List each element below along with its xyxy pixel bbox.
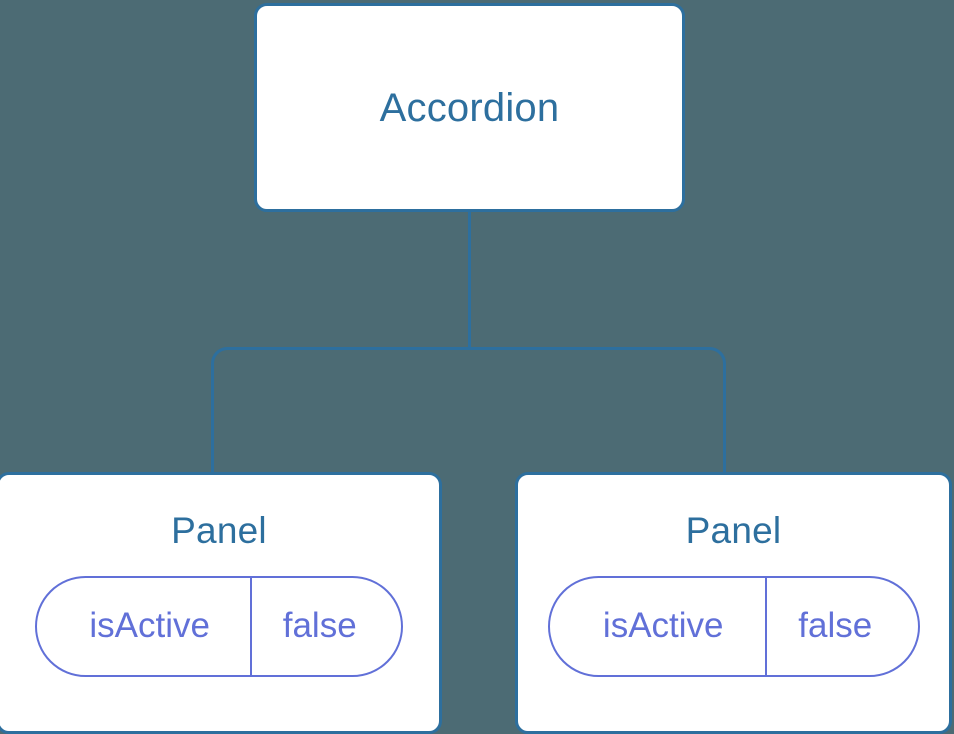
connector-branch-right <box>469 347 726 474</box>
component-node-title: Panel <box>685 510 782 551</box>
prop-key: isActive <box>89 606 210 646</box>
prop-key: isActive <box>602 606 724 646</box>
component-node-accordion[interactable]: Accordion <box>254 3 685 212</box>
prop-pill[interactable]: isActive false <box>35 575 403 677</box>
component-node-title: Panel <box>171 510 267 551</box>
prop-value: false <box>250 577 401 675</box>
component-node-panel-right[interactable]: Panel isActive false <box>515 472 952 734</box>
component-node-title: Accordion <box>379 85 560 130</box>
prop-pill[interactable]: isActive false <box>547 575 920 677</box>
connector-branch-left <box>211 347 470 474</box>
component-node-panel-left[interactable]: Panel isActive false <box>0 472 442 734</box>
prop-value: false <box>764 577 918 675</box>
